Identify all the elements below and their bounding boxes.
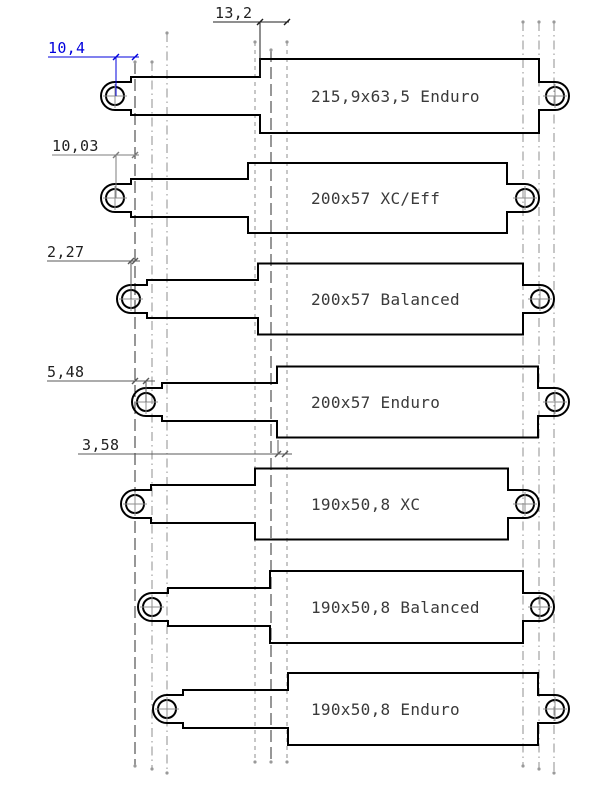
shock-label: 215,9x63,5 Enduro — [311, 87, 480, 106]
dimension-label: 10,03 — [52, 137, 99, 155]
dimension-label: 2,27 — [47, 243, 84, 261]
construction-line-7 — [521, 20, 525, 768]
shock-outline — [137, 570, 555, 644]
shock-outline — [100, 162, 540, 234]
dimension-2: 10,03 — [52, 137, 139, 198]
line-end-dot — [133, 60, 137, 64]
shock-profile-1: 215,9x63,5 Enduro — [100, 58, 570, 134]
line-end-dot — [285, 40, 289, 44]
shock-label: 200x57 Enduro — [311, 393, 440, 412]
dimension-tick — [142, 377, 150, 385]
shock-label: 200x57 Balanced — [311, 290, 460, 309]
dimension-label: 3,58 — [82, 436, 119, 454]
shock-profile-5: 190x50,8 XC — [120, 467, 540, 541]
line-end-dot — [150, 767, 154, 771]
shock-label: 190x50,8 Balanced — [311, 598, 480, 617]
shock-outline — [116, 262, 555, 336]
line-end-dot — [165, 771, 169, 775]
shock-outline — [131, 365, 570, 439]
dimension-3: 2,27 — [47, 243, 140, 299]
line-end-dot — [150, 60, 154, 64]
shock-outline — [120, 467, 540, 541]
construction-line-5 — [269, 48, 273, 764]
construction-line-3 — [165, 31, 169, 775]
shock-profile-4: 200x57 Enduro — [131, 365, 570, 439]
line-end-dot — [253, 40, 257, 44]
construction-line-4 — [253, 40, 257, 764]
shock-profile-2: 200x57 XC/Eff — [100, 162, 540, 234]
dimension-tick — [131, 151, 139, 159]
dimension-label: 5,48 — [47, 363, 84, 381]
shock-profile-3: 200x57 Balanced — [116, 262, 555, 336]
construction-line-6 — [285, 40, 289, 764]
dimension-tick — [112, 151, 120, 159]
dimension-tick — [127, 257, 135, 265]
line-end-dot — [537, 20, 541, 24]
dimension-4: 5,48 — [47, 363, 155, 402]
line-end-dot — [537, 767, 541, 771]
shock-outline — [100, 58, 570, 134]
shock-label: 190x50,8 XC — [311, 495, 420, 514]
line-end-dot — [521, 764, 525, 768]
line-end-dot — [285, 760, 289, 764]
dimension-tick — [131, 257, 139, 265]
shock-outline — [152, 672, 570, 746]
line-end-dot — [552, 771, 556, 775]
dimension-tick — [131, 377, 139, 385]
construction-line-1 — [133, 60, 137, 768]
shock-label: 190x50,8 Enduro — [311, 700, 460, 719]
dimension-label: 10,4 — [48, 39, 85, 57]
line-end-dot — [521, 20, 525, 24]
dimension-tick — [131, 53, 139, 61]
dimension-tick — [274, 450, 282, 458]
dimension-6: 13,2 — [213, 4, 291, 77]
dimension-label: 13,2 — [215, 4, 252, 22]
shock-profile-7: 190x50,8 Enduro — [152, 672, 570, 746]
construction-line-9 — [552, 20, 556, 775]
dimension-tick — [283, 18, 291, 26]
line-end-dot — [253, 760, 257, 764]
line-end-dot — [269, 760, 273, 764]
construction-line-8 — [537, 20, 541, 771]
dimension-tick — [256, 18, 264, 26]
line-end-dot — [552, 20, 556, 24]
dimension-1: 10,4 — [48, 39, 139, 96]
line-end-dot — [133, 764, 137, 768]
dimension-5: 3,58 — [78, 436, 292, 458]
dimension-tick — [112, 53, 120, 61]
shock-profile-6: 190x50,8 Balanced — [137, 570, 555, 644]
line-end-dot — [165, 31, 169, 35]
shock-label: 200x57 XC/Eff — [311, 189, 440, 208]
line-end-dot — [269, 48, 273, 52]
dimension-tick — [281, 450, 289, 458]
